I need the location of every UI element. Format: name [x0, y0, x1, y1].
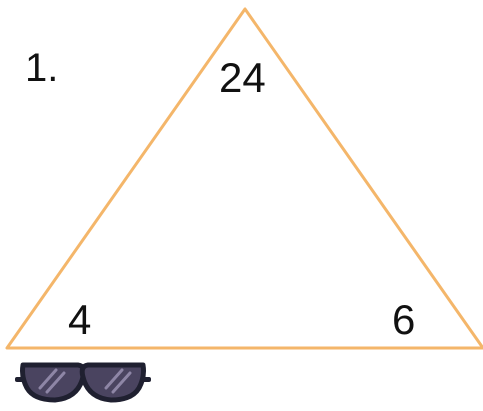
top-vertex-number: 24	[219, 54, 266, 101]
triangle-outline	[5, 7, 483, 350]
problem-number: 1.	[25, 46, 59, 90]
left-vertex-number: 4	[68, 296, 92, 343]
right-vertex-number: 6	[392, 296, 416, 343]
sunglasses-icon	[15, 362, 151, 403]
